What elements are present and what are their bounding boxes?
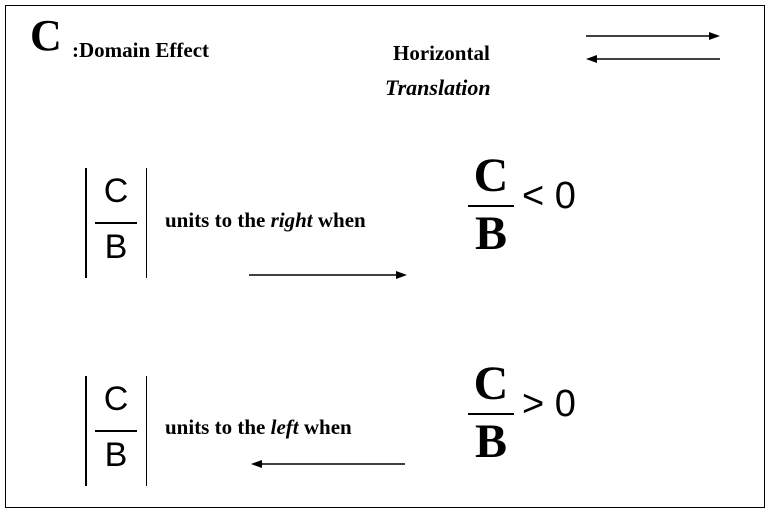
- condition-fraction-line: [468, 205, 514, 207]
- units-prefix: units to the: [165, 208, 271, 232]
- direction-word: left: [270, 415, 299, 439]
- abs-bar-left: [85, 168, 87, 278]
- units-suffix: when: [312, 208, 366, 232]
- fraction-line: [95, 430, 137, 432]
- title-letter: C: [30, 11, 62, 60]
- abs-fraction-row2: C B: [85, 376, 147, 486]
- abs-bar-right: [145, 168, 147, 278]
- condition-numerator: C: [473, 149, 509, 202]
- left-arrow-icon: [251, 460, 405, 468]
- right-arrow-icon: [249, 271, 407, 279]
- fraction-line: [95, 222, 137, 224]
- title-domain-effect: :Domain Effect: [72, 38, 210, 62]
- condition-fraction-line: [468, 413, 514, 415]
- condition-numerator: C: [473, 357, 509, 410]
- translation-label: Translation: [385, 75, 491, 100]
- condition-denominator: B: [474, 207, 507, 260]
- horizontal-label: Horizontal: [393, 41, 490, 65]
- units-text-row1: units to the right when: [165, 210, 366, 231]
- condition-row1: C B < 0: [466, 152, 596, 262]
- direction-word: right: [270, 208, 313, 232]
- bidirectional-arrows-icon: [586, 32, 720, 63]
- abs-fraction-row1: C B: [85, 168, 147, 278]
- slide-frame: [5, 5, 765, 508]
- abs-bar-left: [85, 376, 87, 486]
- condition-relation: > 0: [522, 383, 576, 425]
- units-text-row2: units to the left when: [165, 417, 352, 438]
- units-prefix: units to the: [165, 415, 271, 439]
- fraction-numerator: C: [103, 380, 129, 418]
- abs-bar-right: [145, 376, 147, 486]
- units-suffix: when: [298, 415, 352, 439]
- condition-relation: < 0: [522, 175, 576, 217]
- fraction-denominator: B: [104, 436, 128, 474]
- condition-row2: C B > 0: [466, 360, 596, 470]
- condition-denominator: B: [474, 415, 507, 468]
- fraction-denominator: B: [104, 228, 128, 266]
- fraction-numerator: C: [103, 172, 129, 210]
